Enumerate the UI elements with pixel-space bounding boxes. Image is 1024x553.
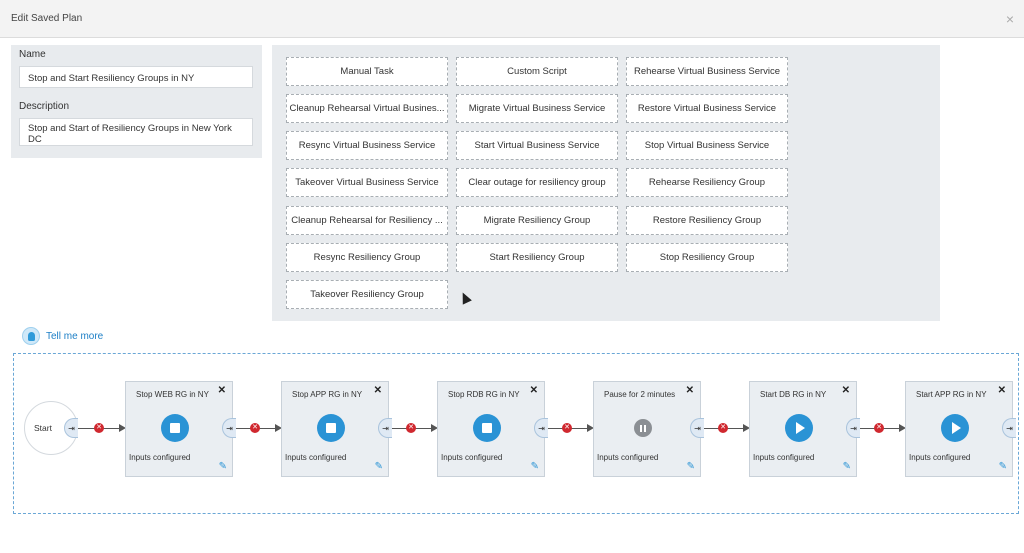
step-status: Inputs configured — [909, 453, 971, 462]
task-item[interactable]: Resync Virtual Business Service — [286, 131, 448, 160]
delete-connector-icon[interactable]: ✕ — [562, 423, 572, 433]
task-item[interactable]: Start Resiliency Group — [456, 243, 618, 272]
workflow-step[interactable]: Stop APP RG in NY ✕ Inputs configured ✎ — [281, 381, 389, 477]
arrow-icon — [587, 424, 594, 432]
step-title: Start APP RG in NY — [916, 390, 987, 399]
output-port-icon[interactable]: ⇥ — [690, 418, 704, 438]
task-palette: Manual Task Custom Script Rehearse Virtu… — [272, 45, 940, 321]
plan-details-panel: Name Stop and Start Resiliency Groups in… — [11, 45, 262, 158]
output-port-icon[interactable]: ⇥ — [222, 418, 236, 438]
workflow-step[interactable]: Start APP RG in NY ✕ Inputs configured ✎ — [905, 381, 1013, 477]
pause-icon — [634, 419, 652, 437]
edit-pencil-icon[interactable]: ✎ — [218, 461, 227, 472]
lightbulb-icon — [22, 327, 40, 345]
task-item[interactable]: Rehearse Resiliency Group — [626, 168, 788, 197]
edit-pencil-icon[interactable]: ✎ — [998, 461, 1007, 472]
description-label: Description — [19, 101, 70, 112]
task-item[interactable]: Cleanup Rehearsal for Resiliency ... — [286, 206, 448, 235]
edit-pencil-icon[interactable]: ✎ — [686, 461, 695, 472]
start-label: Start — [34, 423, 52, 433]
delete-connector-icon[interactable]: ✕ — [406, 423, 416, 433]
close-icon[interactable]: ✕ — [685, 385, 694, 396]
step-title: Stop WEB RG in NY — [136, 390, 209, 399]
delete-connector-icon[interactable]: ✕ — [718, 423, 728, 433]
output-port-icon[interactable]: ⇥ — [846, 418, 860, 438]
stop-icon — [317, 414, 345, 442]
stop-icon — [473, 414, 501, 442]
close-icon[interactable]: ✕ — [529, 385, 538, 396]
workflow-step[interactable]: Stop RDB RG in NY ✕ Inputs configured ✎ — [437, 381, 545, 477]
task-item[interactable]: Migrate Resiliency Group — [456, 206, 618, 235]
task-item[interactable]: Start Virtual Business Service — [456, 131, 618, 160]
edit-pencil-icon[interactable]: ✎ — [530, 461, 539, 472]
step-status: Inputs configured — [753, 453, 815, 462]
delete-connector-icon[interactable]: ✕ — [250, 423, 260, 433]
edit-pencil-icon[interactable]: ✎ — [842, 461, 851, 472]
edit-pencil-icon[interactable]: ✎ — [374, 461, 383, 472]
task-item[interactable]: Manual Task — [286, 57, 448, 86]
task-item[interactable]: Clear outage for resiliency group — [456, 168, 618, 197]
task-item[interactable]: Restore Virtual Business Service — [626, 94, 788, 123]
task-item[interactable]: Takeover Virtual Business Service — [286, 168, 448, 197]
workflow-step[interactable]: Pause for 2 minutes ✕ Inputs configured … — [593, 381, 701, 477]
close-icon[interactable]: ✕ — [997, 385, 1006, 396]
step-status: Inputs configured — [129, 453, 191, 462]
workflow-step[interactable]: Stop WEB RG in NY ✕ Inputs configured ✎ — [125, 381, 233, 477]
description-field[interactable]: Stop and Start of Resiliency Groups in N… — [19, 118, 253, 146]
step-title: Pause for 2 minutes — [604, 390, 676, 399]
arrow-icon — [899, 424, 906, 432]
step-title: Start DB RG in NY — [760, 390, 827, 399]
task-item[interactable]: Takeover Resiliency Group — [286, 280, 448, 309]
dialog-title: Edit Saved Plan — [11, 13, 83, 24]
tell-me-more-label: Tell me more — [46, 330, 104, 342]
task-item[interactable]: Migrate Virtual Business Service — [456, 94, 618, 123]
arrow-icon — [275, 424, 282, 432]
tell-me-more-link[interactable]: Tell me more — [22, 327, 103, 345]
play-icon — [941, 414, 969, 442]
task-item[interactable]: Resync Resiliency Group — [286, 243, 448, 272]
step-status: Inputs configured — [441, 453, 503, 462]
name-field[interactable]: Stop and Start Resiliency Groups in NY — [19, 66, 253, 88]
step-status: Inputs configured — [285, 453, 347, 462]
output-port-icon[interactable]: ⇥ — [534, 418, 548, 438]
dialog-titlebar: Edit Saved Plan × — [0, 0, 1024, 38]
task-item[interactable]: Rehearse Virtual Business Service — [626, 57, 788, 86]
workflow-step[interactable]: Start DB RG in NY ✕ Inputs configured ✎ — [749, 381, 857, 477]
step-status: Inputs configured — [597, 453, 659, 462]
name-label: Name — [19, 49, 46, 60]
workflow-canvas[interactable]: Start ⇥ ✕ Stop WEB RG in NY ✕ Inputs con… — [13, 353, 1019, 514]
step-title: Stop APP RG in NY — [292, 390, 363, 399]
arrow-icon — [431, 424, 438, 432]
close-icon[interactable]: ✕ — [217, 385, 226, 396]
task-item[interactable]: Stop Virtual Business Service — [626, 131, 788, 160]
delete-connector-icon[interactable]: ✕ — [94, 423, 104, 433]
task-item[interactable]: Restore Resiliency Group — [626, 206, 788, 235]
output-port-icon[interactable]: ⇥ — [378, 418, 392, 438]
task-item[interactable]: Custom Script — [456, 57, 618, 86]
close-icon[interactable]: ✕ — [373, 385, 382, 396]
output-port-icon[interactable]: ⇥ — [1002, 418, 1016, 438]
arrow-icon — [119, 424, 126, 432]
output-port-icon[interactable]: ⇥ — [64, 418, 78, 438]
delete-connector-icon[interactable]: ✕ — [874, 423, 884, 433]
task-item[interactable]: Cleanup Rehearsal Virtual Busines... — [286, 94, 448, 123]
stop-icon — [161, 414, 189, 442]
task-item[interactable]: Stop Resiliency Group — [626, 243, 788, 272]
play-icon — [785, 414, 813, 442]
close-icon[interactable]: ✕ — [841, 385, 850, 396]
close-icon[interactable]: × — [1005, 11, 1014, 27]
step-title: Stop RDB RG in NY — [448, 390, 520, 399]
arrow-icon — [743, 424, 750, 432]
